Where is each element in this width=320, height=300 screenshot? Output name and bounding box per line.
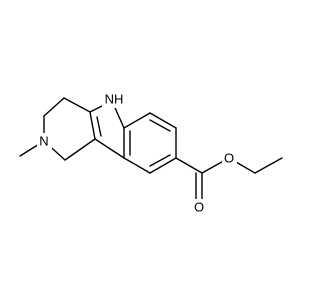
bond [64, 138, 96, 161]
atom-label-o-carbonyl: O [194, 200, 204, 215]
bond [63, 97, 91, 113]
bond [254, 157, 283, 174]
bond [43, 97, 65, 117]
atom-label-o-ether: O [224, 151, 234, 166]
bond [94, 138, 125, 159]
double-bond-inner [96, 116, 102, 137]
atom-label-nh: NH [105, 92, 124, 107]
bond [123, 157, 151, 174]
molecule-structure: NH N O O [19, 90, 283, 216]
atom-o-ether: O [222, 150, 237, 167]
atom-o-carbonyl: O [191, 199, 207, 216]
pyrrole-ring [89, 100, 125, 159]
benzene-ring [123, 112, 177, 174]
bond [123, 112, 151, 129]
double-bond-inner [149, 119, 171, 132]
piperidine-ring [43, 97, 96, 161]
atom-nh: NH [102, 90, 124, 108]
ester-group [175, 157, 283, 201]
bond [149, 112, 177, 129]
atom-n-amine: N [37, 133, 52, 150]
double-bond-inner [149, 154, 171, 167]
bond [149, 157, 177, 174]
bond [175, 157, 203, 174]
atom-label-n: N [39, 134, 48, 149]
bond [89, 111, 96, 140]
